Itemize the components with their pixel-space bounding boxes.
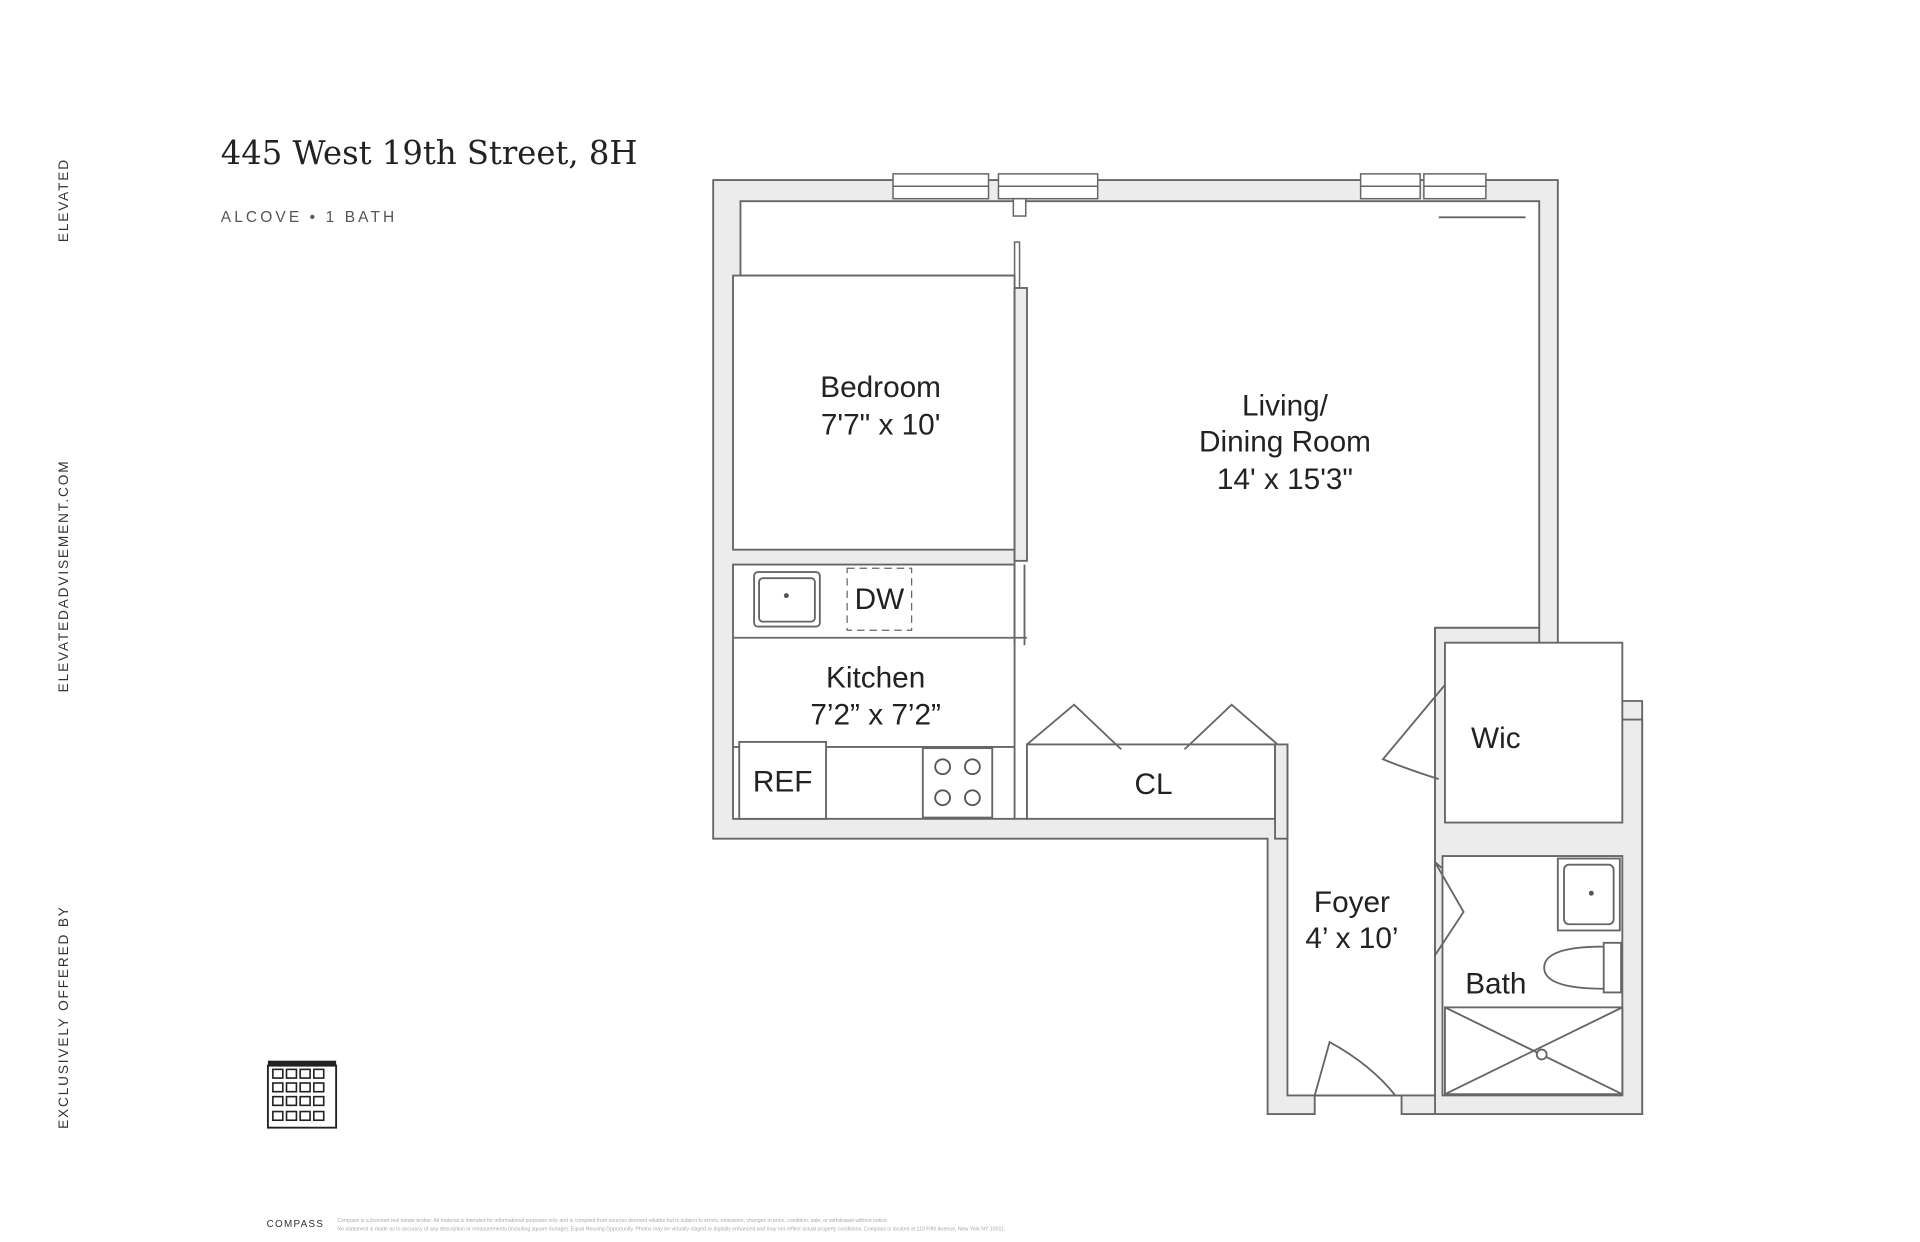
- website-vertical[interactable]: ELEVATEDADVISEMENT.COM: [56, 460, 71, 693]
- dw-label: DW: [855, 583, 905, 616]
- refrigerator: [738, 740, 827, 820]
- kitchen-label: Kitchen: [826, 661, 925, 694]
- brand-vertical: ELEVATED: [56, 158, 71, 242]
- kitchen-size: 7’2” x 7’2”: [810, 699, 941, 732]
- windows: [892, 173, 1487, 290]
- disclaimer-line-1: Compass is a licensed real estate broker…: [337, 1218, 888, 1224]
- offered-by-vertical: EXCLUSIVELY OFFERED BY: [56, 905, 71, 1129]
- living-size: 14' x 15'3": [1217, 463, 1353, 496]
- disclaimer-line-2: No statement is made as to accuracy of a…: [337, 1227, 1005, 1233]
- floor-plan: Bedroom 7'7" x 10' Living/ Dining Room 1…: [712, 173, 1644, 1115]
- ref-label: REF: [753, 766, 813, 799]
- living-label-1: Living/: [1242, 390, 1329, 423]
- unit-subtitle: ALCOVE • 1 BATH: [221, 209, 398, 226]
- foyer-label: Foyer: [1314, 886, 1390, 919]
- living-label-2: Dining Room: [1199, 426, 1371, 459]
- dishwasher: [846, 567, 913, 631]
- foyer-size: 4’ x 10’: [1305, 922, 1398, 955]
- wic-label: Wic: [1471, 722, 1521, 755]
- bedroom-size: 7'7" x 10': [821, 408, 941, 441]
- building-logo-icon: [266, 1060, 338, 1129]
- closet: [1026, 743, 1276, 820]
- wic-area: [1444, 641, 1624, 824]
- stove-icon: [921, 747, 994, 819]
- closet-label: CL: [1134, 768, 1172, 801]
- bedroom-label: Bedroom: [820, 371, 941, 404]
- page-title: 445 West 19th Street, 8H: [221, 134, 638, 172]
- compass-logo: COMPASS: [267, 1219, 325, 1230]
- bedroom-area: [732, 274, 1016, 551]
- bath-label: Bath: [1465, 968, 1526, 1001]
- toilet: [1543, 941, 1623, 994]
